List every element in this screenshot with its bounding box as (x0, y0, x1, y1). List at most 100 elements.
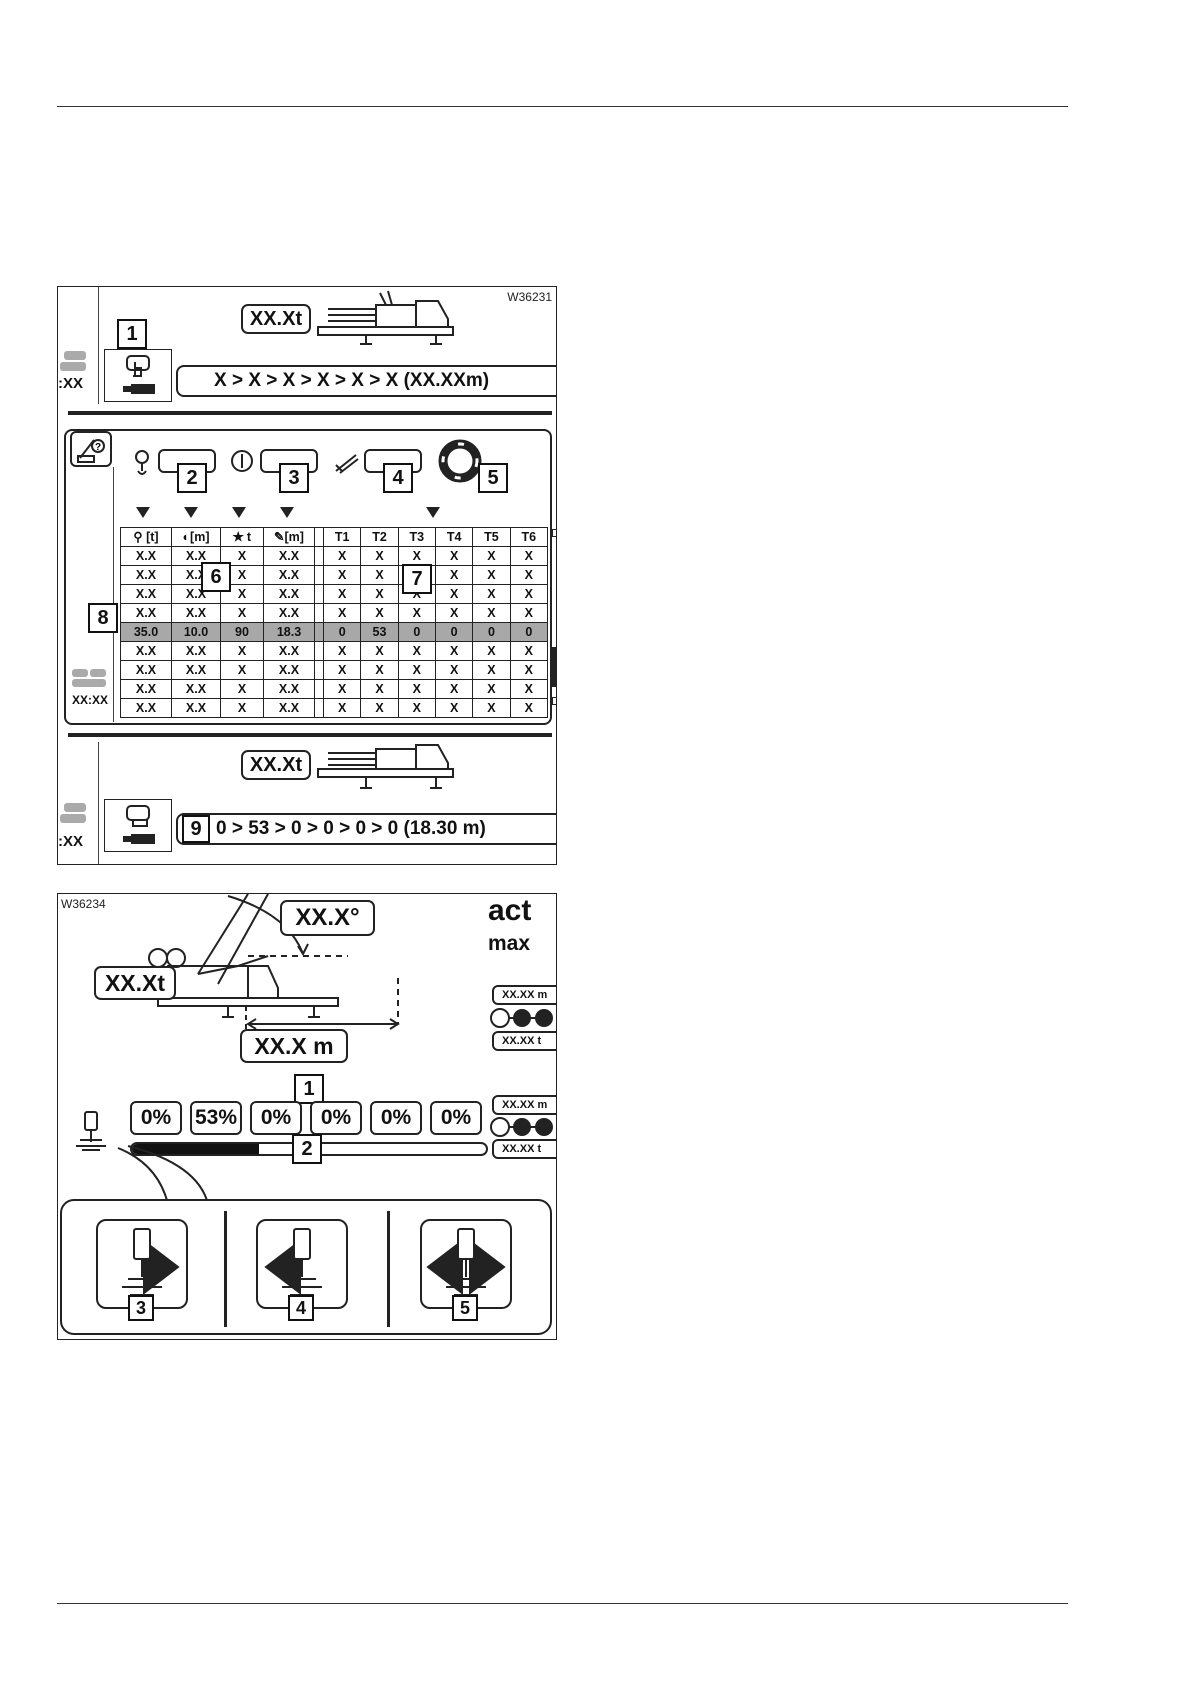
header-t6[interactable]: T6 (509, 527, 549, 547)
header-t3[interactable]: T3 (397, 527, 436, 547)
section-percent-4: 0% (310, 1101, 362, 1135)
table-cell: X (322, 698, 362, 718)
touch-hand-icon (123, 355, 155, 394)
callout-1: 1 (117, 319, 147, 349)
table-cell: X (472, 603, 511, 623)
sort-arrow-radius (184, 507, 198, 518)
table-cell: X (360, 603, 399, 623)
joystick-icon (76, 1111, 106, 1151)
radius-display: XX.X m (240, 1029, 348, 1063)
callout-pointer-shape (117, 1145, 209, 1205)
table-cell: X (322, 546, 362, 566)
sort-arrow-load (136, 507, 150, 518)
table-cell: X.X (263, 698, 315, 718)
joystick-divider-1 (224, 1211, 227, 1327)
callout-4: 4 (383, 463, 413, 493)
panel-left-divider (113, 467, 114, 722)
table-scrollbar[interactable] (550, 527, 556, 705)
table-cell: X (434, 584, 474, 604)
table-cell: X (220, 698, 264, 718)
table-cell: X.X (171, 698, 221, 718)
carrier-mini-icon-mid (72, 669, 106, 687)
table-cell: X.X (120, 565, 172, 585)
table-cell: X.X (120, 660, 172, 680)
table-cell: X (322, 679, 362, 699)
header-load[interactable]: ⚲ [t] (120, 527, 172, 547)
table-cell: X (434, 565, 474, 585)
telescope-status-icon-1 (490, 1008, 553, 1028)
table-cell: X.X (120, 603, 172, 623)
table-cell (314, 698, 324, 718)
sort-arrow-telescope (426, 507, 440, 518)
table-cell: X (322, 603, 362, 623)
table-cell: X (509, 584, 549, 604)
side-load-1: XX.XX t (492, 1031, 556, 1051)
callout-2: 2 (177, 463, 207, 493)
header-radius[interactable]: ◐[m] (171, 527, 221, 547)
table-cell: X (434, 546, 474, 566)
table-cell: X.X (263, 660, 315, 680)
left-divider-bottom (98, 742, 99, 864)
callout-7: 7 (402, 564, 432, 594)
table-cell: X.X (120, 679, 172, 699)
separator-bottom (68, 733, 552, 737)
table-cell: X.X (120, 584, 172, 604)
table-cell (314, 565, 324, 585)
header-angle[interactable]: ✭ t (220, 527, 264, 547)
callout-6: 6 (201, 562, 231, 592)
table-cell: X.X (263, 679, 315, 699)
table-cell: X (434, 641, 474, 661)
hook-load-icon (135, 450, 149, 475)
table-cell: 0 (434, 622, 474, 642)
table-cell: X (472, 641, 511, 661)
table-cell: X (509, 603, 549, 623)
crane-help-button[interactable]: ? (70, 431, 112, 467)
time-readout-bottom: :XX (58, 833, 84, 850)
table-cell: X (360, 565, 399, 585)
table-cell: 35.0 (120, 622, 172, 642)
joystick-option-both[interactable] (420, 1219, 512, 1309)
header-t5[interactable]: T5 (472, 527, 511, 547)
table-cell: X.X (263, 603, 315, 623)
header-t1[interactable]: T1 (322, 527, 362, 547)
table-cell: X (360, 679, 399, 699)
header-t4[interactable]: T4 (434, 527, 474, 547)
separator-top (68, 411, 552, 415)
table-cell: X.X (263, 584, 315, 604)
table-cell: X (397, 679, 436, 699)
table-cell: X (322, 565, 362, 585)
telescope-mode-button[interactable] (104, 349, 172, 402)
crane-carrier-icon-top (317, 290, 454, 345)
act-label: act (488, 894, 532, 927)
joystick-option-right[interactable] (96, 1219, 188, 1309)
table-cell: X.X (171, 660, 221, 680)
table-cell: X (397, 546, 436, 566)
table-cell: X (434, 603, 474, 623)
header-t2[interactable]: T2 (360, 527, 399, 547)
figure-code-2: W36234 (61, 897, 106, 911)
table-cell: X (509, 546, 549, 566)
table-cell: X (220, 679, 264, 699)
telescope-start-button[interactable] (104, 799, 172, 852)
table-cell: X (472, 679, 511, 699)
table-cell: X (472, 546, 511, 566)
callout-8: 8 (88, 603, 118, 633)
table-cell: X (509, 565, 549, 585)
max-label: max (488, 932, 531, 955)
figure-telescoping-display: W36234 XX.X° XX.Xt XX.X m act max XX.XX … (57, 893, 557, 1340)
header-boom[interactable]: ✎[m] (263, 527, 315, 547)
top-rule (57, 106, 1068, 107)
table-cell (314, 679, 324, 699)
table-cell: X (509, 698, 549, 718)
table-cell: X (360, 546, 399, 566)
table-cell: X (322, 584, 362, 604)
